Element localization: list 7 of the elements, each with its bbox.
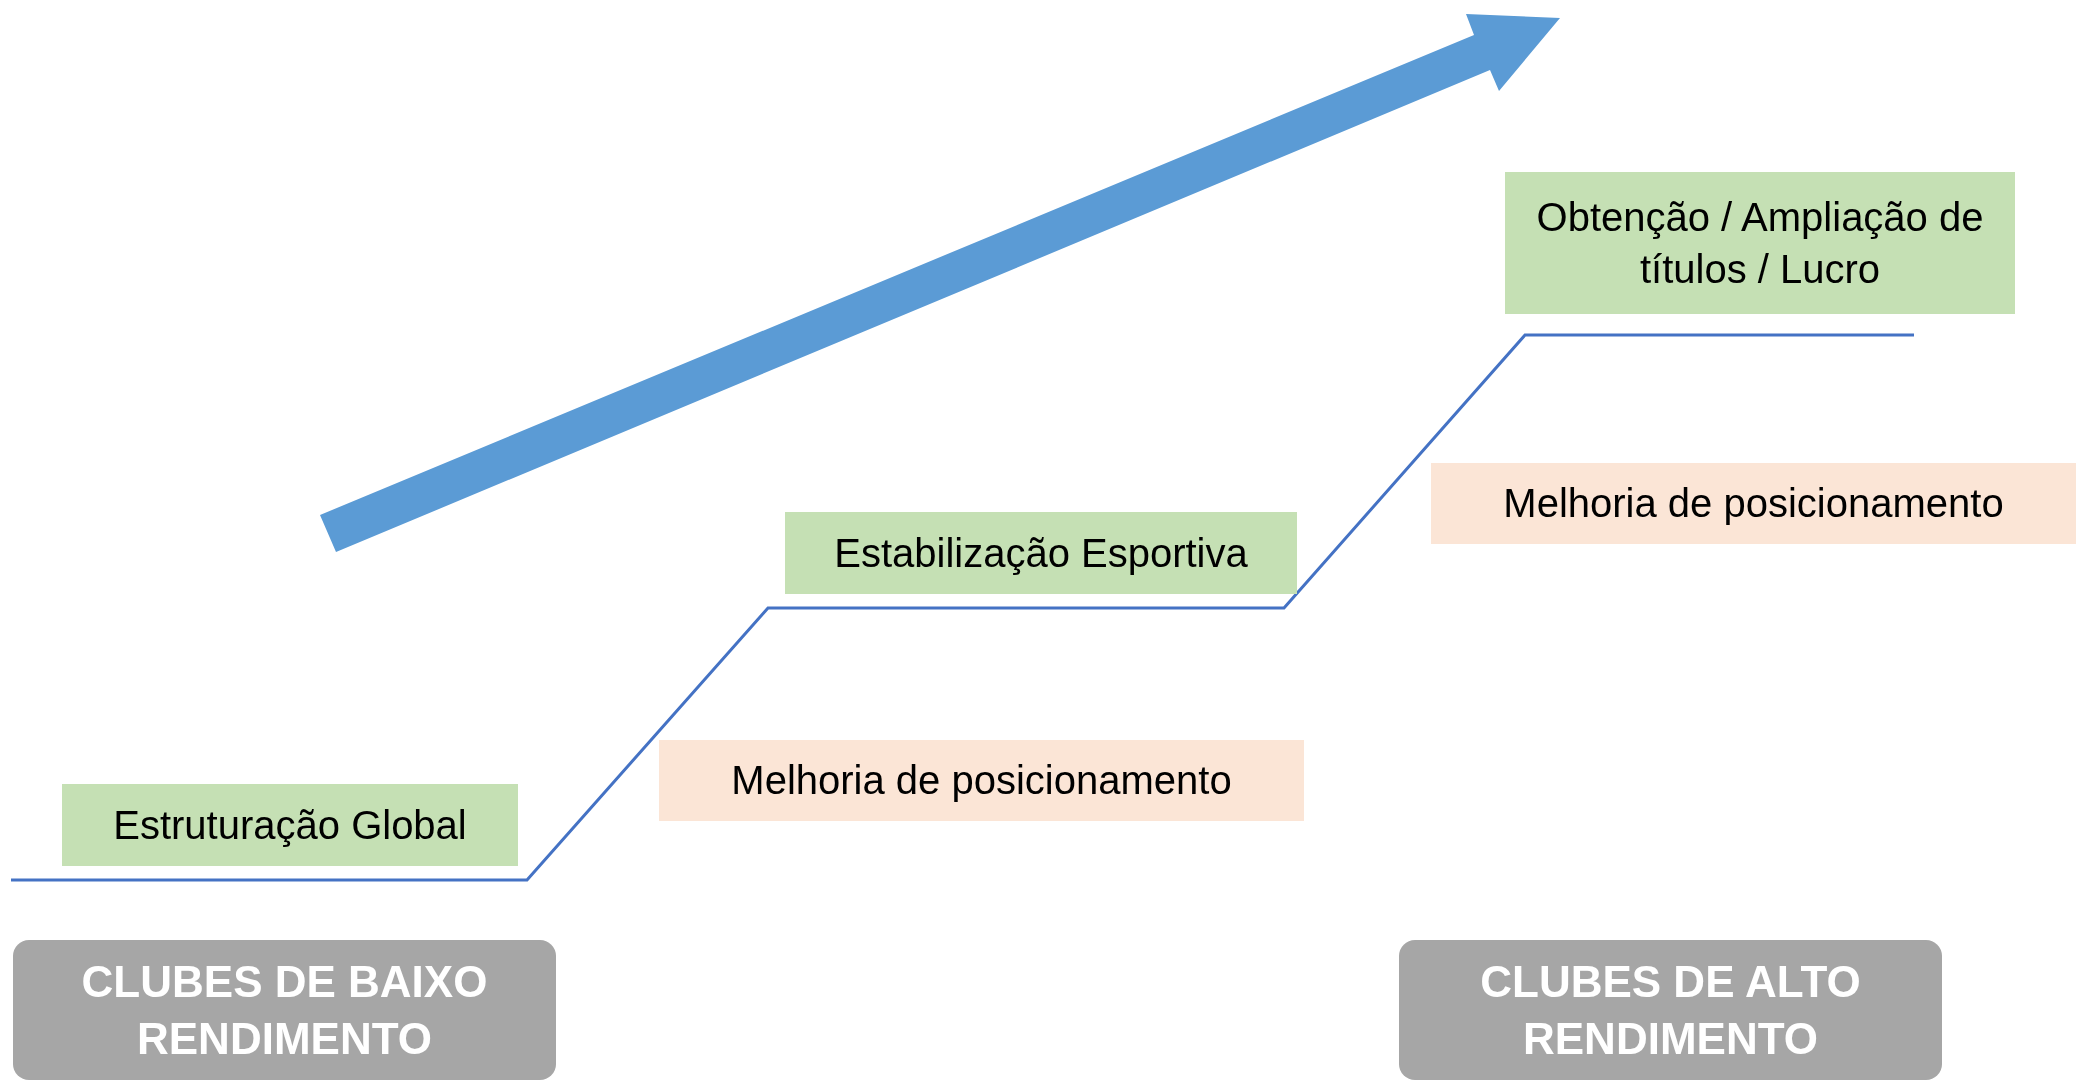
transition-box: Melhoria de posicionamento bbox=[659, 740, 1304, 821]
category-box: CLUBES DE ALTO RENDIMENTO bbox=[1399, 940, 1942, 1080]
stage-box: Estabilização Esportiva bbox=[785, 512, 1297, 594]
category-box: CLUBES DE BAIXO RENDIMENTO bbox=[13, 940, 556, 1080]
transition-box: Melhoria de posicionamento bbox=[1431, 463, 2076, 544]
stage-box: Estruturação Global bbox=[62, 784, 518, 866]
stage-box: Obtenção / Ampliação de títulos / Lucro bbox=[1505, 172, 2015, 314]
